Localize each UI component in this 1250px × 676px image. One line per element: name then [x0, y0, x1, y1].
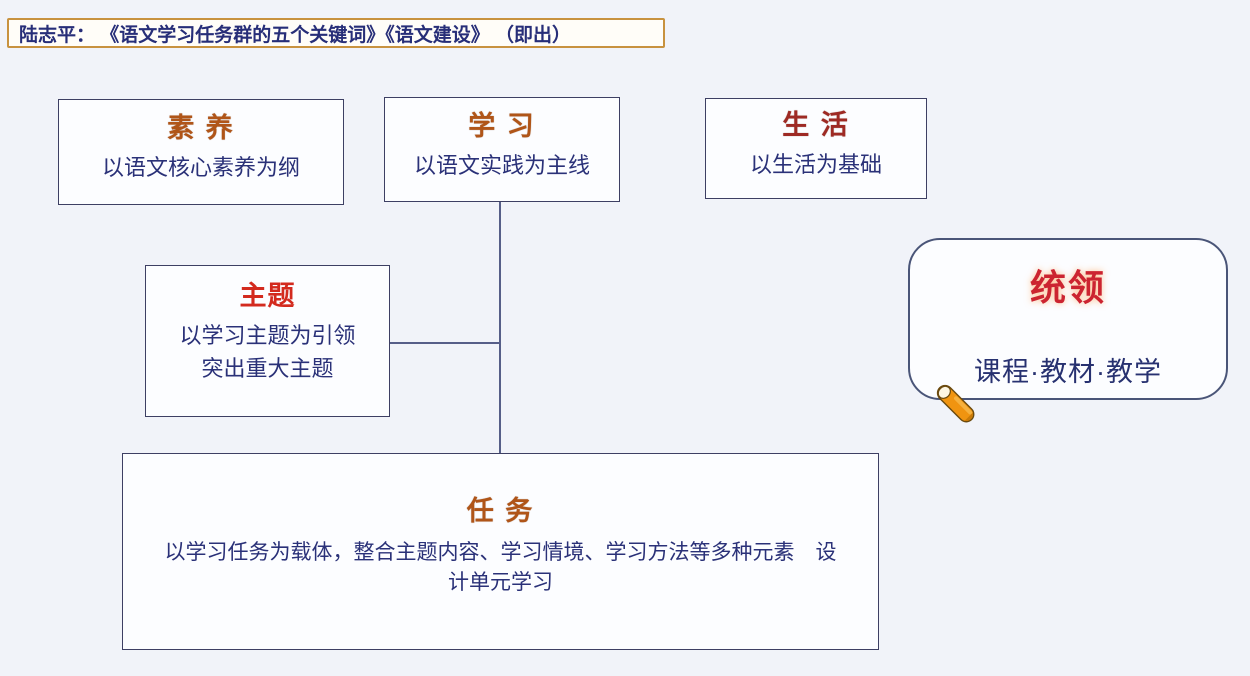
node-xuexi-subtitle: 以语文实践为主线: [413, 153, 590, 178]
node-suyang-title: 素 养: [167, 113, 235, 143]
node-zhuti: 主题 以学习主题为引领 突出重大主题: [145, 265, 390, 417]
node-tongling: 统领 课程·教材·教学: [908, 238, 1228, 400]
node-xuexi: 学 习 以语文实践为主线: [384, 97, 620, 202]
connector-horizontal: [390, 342, 500, 344]
pencil-icon: [919, 367, 993, 441]
node-zhuti-title: 主题: [239, 281, 296, 311]
citation-box: 陆志平： 《语文学习任务群的五个关键词》《语文建设》 （即出）: [7, 18, 665, 48]
citation-text: 陆志平： 《语文学习任务群的五个关键词》《语文建设》 （即出）: [19, 24, 572, 46]
node-renwu-line1: 以学习任务为载体，整合主题内容、学习情境、学习方法等多种元素 设: [164, 541, 837, 564]
node-xuexi-title: 学 习: [468, 111, 536, 141]
node-shenghuo-title: 生 活: [782, 110, 850, 140]
node-tongling-subtitle: 课程·教材·教学: [974, 357, 1162, 387]
node-renwu-line2: 计单元学习: [448, 571, 553, 594]
node-shenghuo-subtitle: 以生活为基础: [749, 152, 882, 177]
node-renwu: 任 务 以学习任务为载体，整合主题内容、学习情境、学习方法等多种元素 设 计单元…: [122, 453, 879, 650]
node-tongling-title: 统领: [1029, 267, 1106, 308]
node-zhuti-line1: 以学习主题为引领: [179, 323, 356, 348]
node-zhuti-line2: 突出重大主题: [201, 356, 334, 381]
node-suyang: 素 养 以语文核心素养为纲: [58, 99, 344, 205]
node-suyang-subtitle: 以语文核心素养为纲: [101, 155, 300, 180]
node-renwu-title: 任 务: [466, 496, 535, 526]
node-shenghuo: 生 活 以生活为基础: [705, 98, 927, 199]
connector-vertical: [499, 202, 501, 453]
